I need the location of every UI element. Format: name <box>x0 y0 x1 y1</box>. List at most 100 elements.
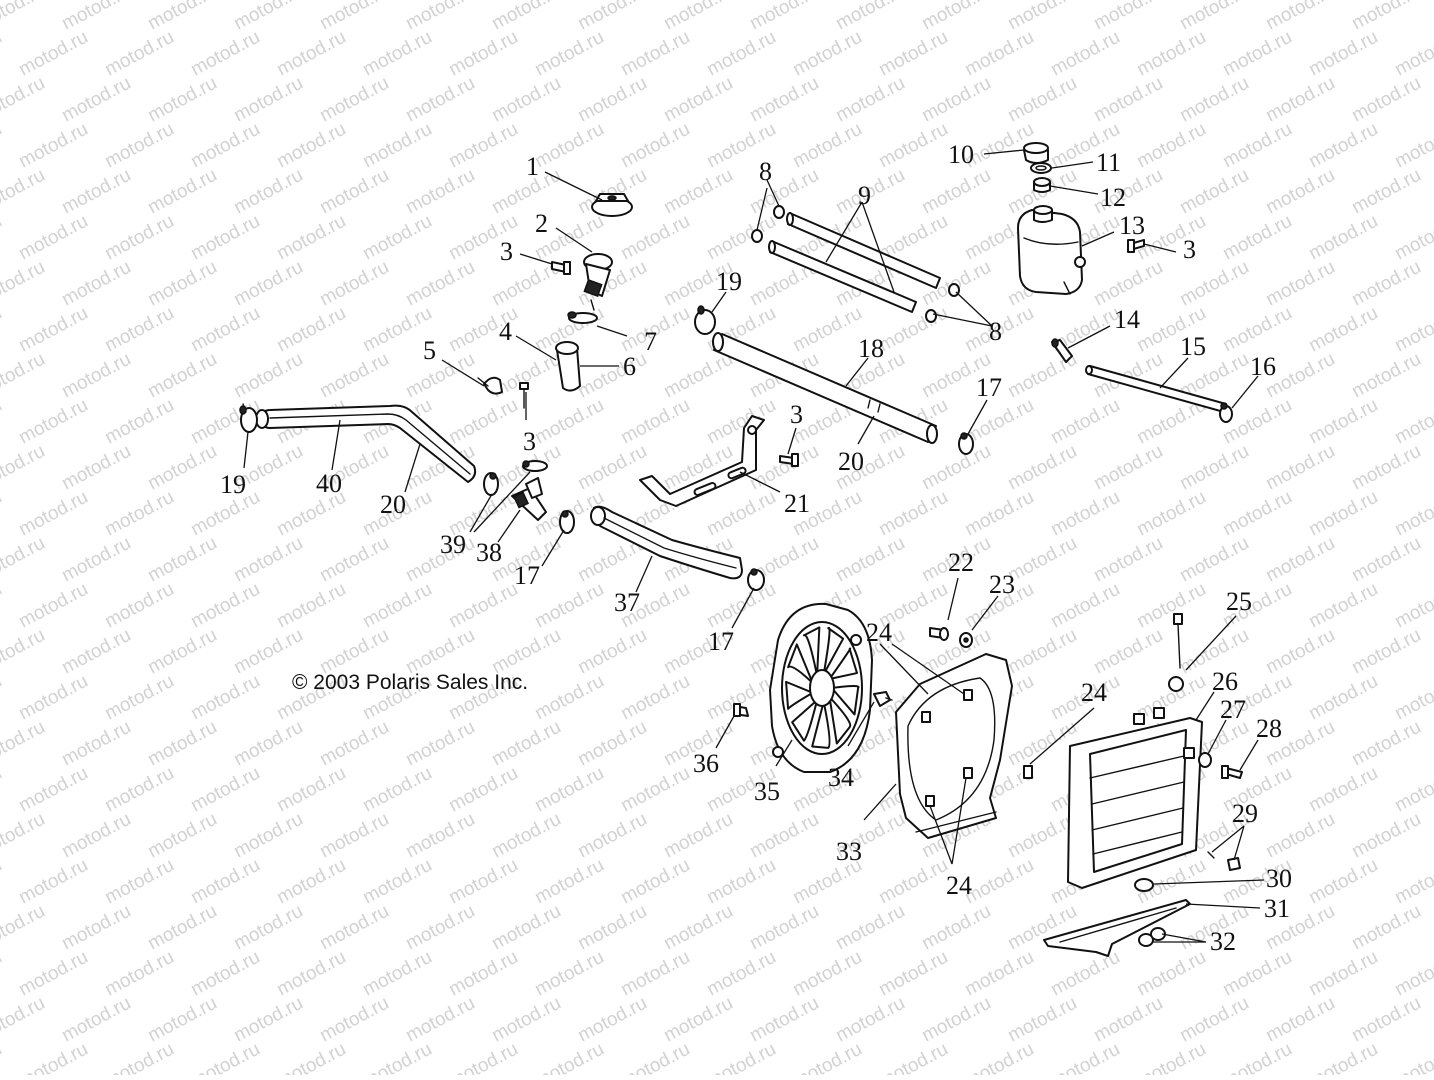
watermark-text: motod.ru <box>1176 441 1252 495</box>
callout-1: 1 <box>526 152 539 181</box>
watermark-text: motod.ru <box>1090 993 1166 1047</box>
watermark-text: motod.ru <box>187 579 263 633</box>
watermark-text: motod.ru <box>488 73 564 127</box>
copyright-notice: © 2003 Polaris Sales Inc. <box>292 671 528 694</box>
lower-hose <box>590 505 743 580</box>
watermark-text: motod.ru <box>316 533 392 587</box>
watermark-text: motod.ru <box>15 211 91 265</box>
callout-40: 40 <box>316 469 342 498</box>
watermark-text: motod.ru <box>230 349 306 403</box>
watermark-text: motod.ru <box>875 855 951 909</box>
watermark-text: motod.ru <box>574 901 650 955</box>
callout-7: 7 <box>644 327 657 356</box>
callout-34: 34 <box>828 763 854 792</box>
screw <box>519 382 529 409</box>
callout-18: 18 <box>858 334 884 363</box>
cooling-fan <box>769 602 873 773</box>
watermark-text: motod.ru <box>0 533 49 587</box>
watermark-text: motod.ru <box>746 901 822 955</box>
watermark-text: motod.ru <box>187 119 263 173</box>
watermark-text: motod.ru <box>1305 303 1381 357</box>
watermark-text: motod.ru <box>0 165 49 219</box>
hose-clamp <box>477 376 503 395</box>
watermark-text: motod.ru <box>187 855 263 909</box>
watermark-text: motod.ru <box>574 0 650 34</box>
bolt <box>551 261 571 275</box>
watermark-text: motod.ru <box>875 119 951 173</box>
callout-10: 10 <box>948 140 974 169</box>
watermark-text: motod.ru <box>1090 625 1166 679</box>
watermark-text: motod.ru <box>316 349 392 403</box>
tee-fitting <box>511 477 547 521</box>
bolt <box>733 703 749 717</box>
watermark-text: motod.ru <box>918 441 994 495</box>
reservoir-neck <box>1033 177 1051 193</box>
watermark-text: motod.ru <box>1219 211 1295 265</box>
watermark-text: motod.ru <box>531 395 607 449</box>
watermark-text: motod.ru <box>445 763 521 817</box>
watermark-text: motod.ru <box>359 27 435 81</box>
long-coolant-tube <box>712 332 938 444</box>
watermark-text: motod.ru <box>101 1039 177 1075</box>
watermark-text: motod.ru <box>58 73 134 127</box>
watermark-text: motod.ru <box>789 1039 865 1075</box>
reservoir-cap <box>1023 142 1049 164</box>
watermark-text: motod.ru <box>703 579 779 633</box>
watermark-text: motod.ru <box>1391 211 1434 265</box>
watermark-text: motod.ru <box>488 717 564 771</box>
watermark-text: motod.ru <box>0 487 6 541</box>
watermark-text: motod.ru <box>746 993 822 1047</box>
fan-blade <box>828 647 858 681</box>
watermark-text: motod.ru <box>574 73 650 127</box>
watermark-text: motod.ru <box>1348 717 1424 771</box>
watermark-text: motod.ru <box>15 1039 91 1075</box>
watermark-text: motod.ru <box>230 165 306 219</box>
watermark-text: motod.ru <box>703 1039 779 1075</box>
watermark-text: motod.ru <box>660 0 736 34</box>
hose-clamp <box>751 229 763 243</box>
watermark-text: motod.ru <box>0 211 6 265</box>
reservoir-seal <box>1030 162 1052 174</box>
callout-26: 26 <box>1212 667 1238 696</box>
watermark-text: motod.ru <box>1262 0 1338 34</box>
watermark-text: motod.ru <box>961 947 1037 1001</box>
watermark-text: motod.ru <box>15 763 91 817</box>
watermark-text: motod.ru <box>230 717 306 771</box>
callout-20: 20 <box>838 447 864 476</box>
callout-5: 5 <box>423 336 436 365</box>
watermark-text: motod.ru <box>144 73 220 127</box>
lower-bracket <box>1043 899 1191 957</box>
watermark-text: motod.ru <box>273 947 349 1001</box>
callout-33: 33 <box>836 837 862 866</box>
watermark-text: motod.ru <box>0 441 49 495</box>
watermark-text: motod.ru <box>58 717 134 771</box>
washer <box>959 632 973 648</box>
watermark-text: motod.ru <box>1004 0 1080 34</box>
callout-19: 19 <box>220 470 246 499</box>
watermark-text: motod.ru <box>1391 1039 1434 1075</box>
watermark-text: motod.ru <box>273 27 349 81</box>
hose-clamp <box>567 311 598 324</box>
watermark-text: motod.ru <box>1305 119 1381 173</box>
watermark-text: motod.ru <box>1348 625 1424 679</box>
callout-6: 6 <box>623 352 636 381</box>
watermark-text: motod.ru <box>1262 165 1338 219</box>
watermark-text: motod.ru <box>58 993 134 1047</box>
watermark-text: motod.ru <box>359 947 435 1001</box>
callout-2: 2 <box>535 209 548 238</box>
watermark-text: motod.ru <box>875 27 951 81</box>
fan-blade <box>802 626 821 677</box>
watermark-text: motod.ru <box>15 947 91 1001</box>
watermark-text: motod.ru <box>660 809 736 863</box>
watermark-text: motod.ru <box>58 349 134 403</box>
watermark-text: motod.ru <box>1391 487 1434 541</box>
watermark-text: motod.ru <box>1305 763 1381 817</box>
watermark-text: motod.ru <box>445 579 521 633</box>
watermark-text: motod.ru <box>1348 165 1424 219</box>
watermark-text: motod.ru <box>101 947 177 1001</box>
watermark-text: motod.ru <box>1047 487 1123 541</box>
watermark-text: motod.ru <box>617 1039 693 1075</box>
watermark-text: motod.ru <box>402 257 478 311</box>
